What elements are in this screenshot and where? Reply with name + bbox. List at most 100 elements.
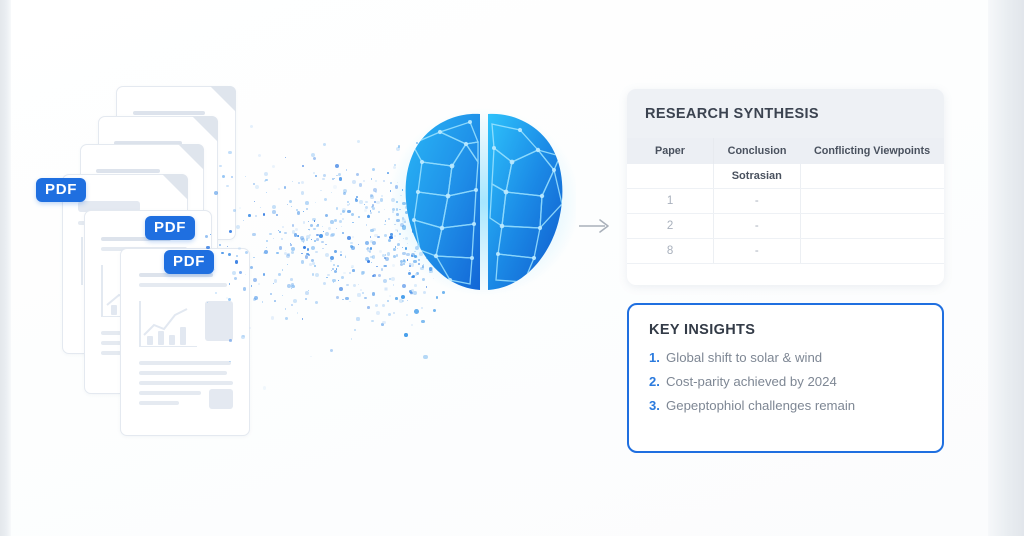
particle bbox=[287, 204, 288, 205]
particle bbox=[376, 201, 380, 205]
particle bbox=[370, 229, 374, 233]
particle bbox=[367, 215, 369, 217]
particle bbox=[311, 246, 315, 250]
particle bbox=[309, 234, 311, 236]
particle bbox=[384, 209, 385, 210]
particle bbox=[301, 260, 305, 264]
particle bbox=[303, 246, 306, 249]
subheader-cell-conflicting bbox=[800, 164, 944, 189]
particle bbox=[245, 176, 246, 177]
particle bbox=[382, 321, 385, 324]
particle bbox=[340, 254, 342, 256]
particle bbox=[260, 207, 262, 209]
particle bbox=[219, 165, 221, 167]
particle bbox=[205, 235, 208, 238]
particle bbox=[360, 289, 362, 291]
particle bbox=[336, 296, 339, 299]
particle bbox=[287, 264, 288, 265]
particle bbox=[378, 211, 380, 213]
particle bbox=[226, 185, 228, 187]
particle bbox=[293, 299, 297, 303]
particle bbox=[404, 333, 408, 337]
particle bbox=[290, 244, 293, 247]
particle bbox=[316, 238, 319, 241]
particle bbox=[383, 180, 385, 182]
particle bbox=[322, 178, 324, 180]
particle bbox=[406, 314, 408, 316]
particle bbox=[291, 288, 293, 290]
particle bbox=[371, 262, 372, 263]
particle bbox=[314, 240, 316, 242]
particle bbox=[315, 251, 318, 254]
particle bbox=[286, 254, 290, 258]
particle bbox=[234, 277, 237, 280]
particle bbox=[210, 234, 212, 236]
particle bbox=[312, 262, 315, 265]
particle bbox=[376, 311, 380, 315]
particle bbox=[330, 260, 332, 262]
particle bbox=[245, 274, 246, 275]
cell-conflicting bbox=[800, 214, 944, 239]
particle bbox=[291, 304, 293, 306]
particle bbox=[245, 251, 248, 254]
particle bbox=[291, 247, 295, 251]
particle bbox=[292, 283, 293, 284]
particle bbox=[253, 257, 254, 258]
particle bbox=[349, 272, 351, 274]
particle bbox=[289, 200, 293, 204]
particle bbox=[282, 226, 284, 228]
particle bbox=[411, 324, 414, 327]
particle bbox=[379, 250, 382, 253]
particle bbox=[359, 200, 363, 204]
particle bbox=[291, 285, 294, 288]
table-subheader-row: Sotrasian bbox=[627, 164, 944, 189]
particle bbox=[384, 234, 388, 238]
particle bbox=[325, 232, 329, 236]
card-title: RESEARCH SYNTHESIS bbox=[645, 106, 819, 122]
particle bbox=[314, 265, 316, 267]
particle bbox=[307, 248, 310, 251]
particle bbox=[338, 280, 340, 282]
particle bbox=[375, 180, 377, 182]
particle bbox=[229, 283, 231, 285]
particle bbox=[364, 209, 367, 212]
particle bbox=[291, 251, 295, 255]
list-item-text: Gepeptophiol challenges remain bbox=[666, 398, 855, 413]
particle bbox=[364, 204, 365, 205]
particle bbox=[355, 199, 358, 202]
particle bbox=[388, 313, 391, 316]
page-fold-icon bbox=[162, 174, 188, 200]
particle bbox=[338, 173, 341, 176]
cell-conclusion: - bbox=[714, 189, 801, 214]
particle bbox=[284, 186, 287, 189]
table-row: 8 - bbox=[627, 239, 944, 264]
particle bbox=[323, 282, 326, 285]
particle bbox=[384, 224, 386, 226]
particle bbox=[258, 283, 260, 285]
particle bbox=[285, 157, 286, 158]
cell-conflicting bbox=[800, 189, 944, 214]
particle bbox=[423, 355, 428, 360]
particle bbox=[365, 241, 369, 245]
particle bbox=[255, 185, 259, 189]
particle bbox=[342, 299, 344, 301]
particle bbox=[319, 234, 323, 238]
particle bbox=[324, 198, 327, 201]
particle bbox=[305, 298, 308, 301]
particle bbox=[325, 244, 327, 246]
particle bbox=[381, 268, 383, 270]
particle bbox=[327, 274, 330, 277]
particle bbox=[266, 240, 268, 242]
particle bbox=[374, 201, 376, 203]
particle bbox=[228, 253, 231, 256]
particle bbox=[263, 273, 266, 276]
particle bbox=[285, 308, 287, 310]
particle bbox=[341, 276, 344, 279]
particle bbox=[279, 246, 282, 249]
particle bbox=[339, 177, 343, 181]
particle bbox=[365, 201, 368, 204]
particle bbox=[358, 244, 359, 245]
particle bbox=[384, 265, 387, 268]
particle bbox=[313, 172, 315, 174]
particle bbox=[312, 218, 315, 221]
